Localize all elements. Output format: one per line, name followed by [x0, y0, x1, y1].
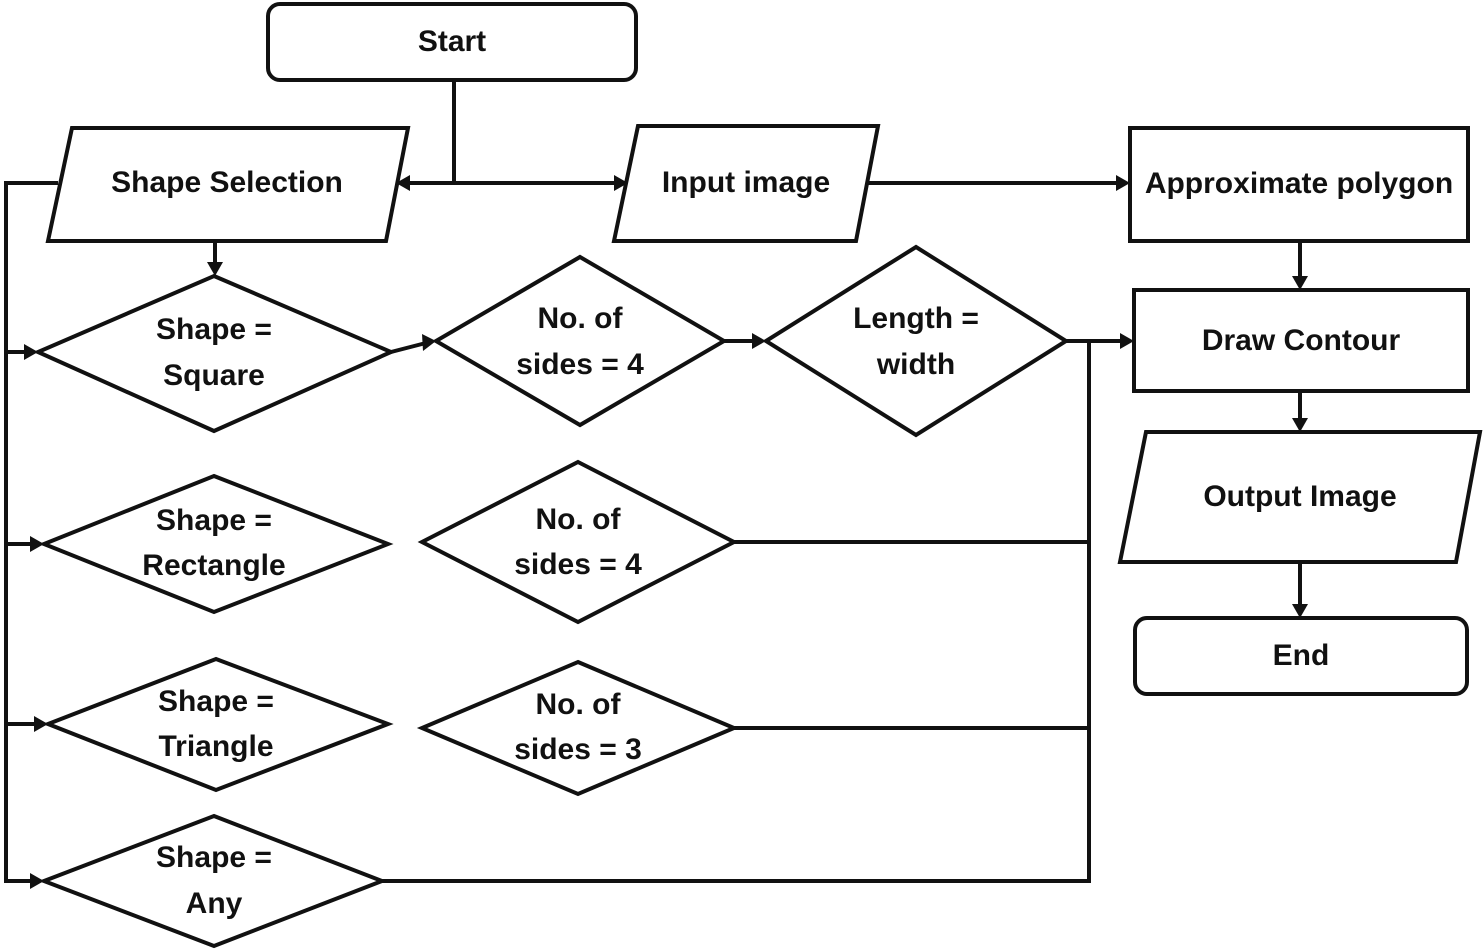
decision-label-line1: Shape =: [156, 841, 272, 874]
node-shape-selection: Shape Selection: [45, 126, 411, 243]
arrowhead-bus-rectangle: [30, 536, 44, 552]
approximate-polygon-label: Approximate polygon: [1145, 167, 1453, 200]
decision-label-line2: Any: [186, 887, 243, 920]
decision-label-line2: sides = 3: [514, 733, 642, 766]
decision-shape-square: Shape = Square: [33, 273, 396, 434]
node-start: Start: [266, 2, 638, 82]
output-image-label: Output Image: [1203, 480, 1396, 513]
decision-label-line2: Triangle: [158, 730, 273, 763]
start-label: Start: [418, 25, 486, 58]
connectors: [4, 78, 1308, 889]
arrowhead-shape-selection: [396, 175, 410, 191]
connector-square-to-sides: [388, 341, 425, 355]
decision-label-line2: sides = 4: [514, 548, 642, 581]
shape-selection-label: Shape Selection: [111, 166, 343, 199]
arrowhead-contour-top: [1292, 276, 1308, 290]
arrowhead-length: [752, 333, 766, 349]
arrowhead-end: [1292, 604, 1308, 618]
decision-length-width: Length = width: [762, 244, 1070, 438]
decision-label-line2: Rectangle: [142, 549, 285, 582]
arrowhead-input-image: [614, 175, 628, 191]
arrowhead-contour-left: [1120, 333, 1134, 349]
decision-sides-3-triangle: No. of sides = 3: [416, 659, 740, 797]
node-input-image: Input image: [611, 124, 881, 243]
arrowhead-bus-any: [30, 873, 44, 889]
draw-contour-label: Draw Contour: [1202, 324, 1401, 357]
decision-label-line1: Shape =: [158, 685, 274, 718]
decision-shape-rectangle: Shape = Rectangle: [38, 473, 394, 615]
decision-label-line1: No. of: [538, 302, 624, 335]
decision-label-line1: No. of: [536, 688, 622, 721]
decision-shape-triangle: Shape = Triangle: [42, 656, 394, 793]
decision-shape-any: Shape = Any: [38, 813, 388, 949]
node-draw-contour: Draw Contour: [1132, 288, 1470, 393]
arrowhead-bus-triangle: [34, 716, 48, 732]
decision-label-line1: Length =: [853, 302, 979, 335]
end-label: End: [1273, 639, 1330, 672]
left-bus: [4, 181, 58, 883]
node-output-image: Output Image: [1117, 430, 1483, 564]
decision-label-line1: Shape =: [156, 313, 272, 346]
decision-label-line2: sides = 4: [516, 348, 644, 381]
decision-sides-4-rectangle: No. of sides = 4: [417, 459, 739, 625]
arrowhead-sides4a: [422, 334, 436, 351]
decision-label-line2: Square: [163, 359, 265, 392]
node-approximate-polygon: Approximate polygon: [1128, 126, 1470, 243]
decision-label-line1: Shape =: [156, 504, 272, 537]
arrowhead-output: [1292, 418, 1308, 432]
input-image-label: Input image: [662, 166, 830, 199]
node-end: End: [1133, 616, 1469, 696]
arrowhead-approx: [1116, 175, 1130, 191]
arrowhead-bus-square: [24, 344, 38, 360]
decision-sides-4-square: No. of sides = 4: [432, 254, 728, 428]
decision-label-line2: width: [876, 348, 955, 381]
arrowhead-square-top: [207, 262, 223, 276]
decision-label-line1: No. of: [536, 503, 622, 536]
